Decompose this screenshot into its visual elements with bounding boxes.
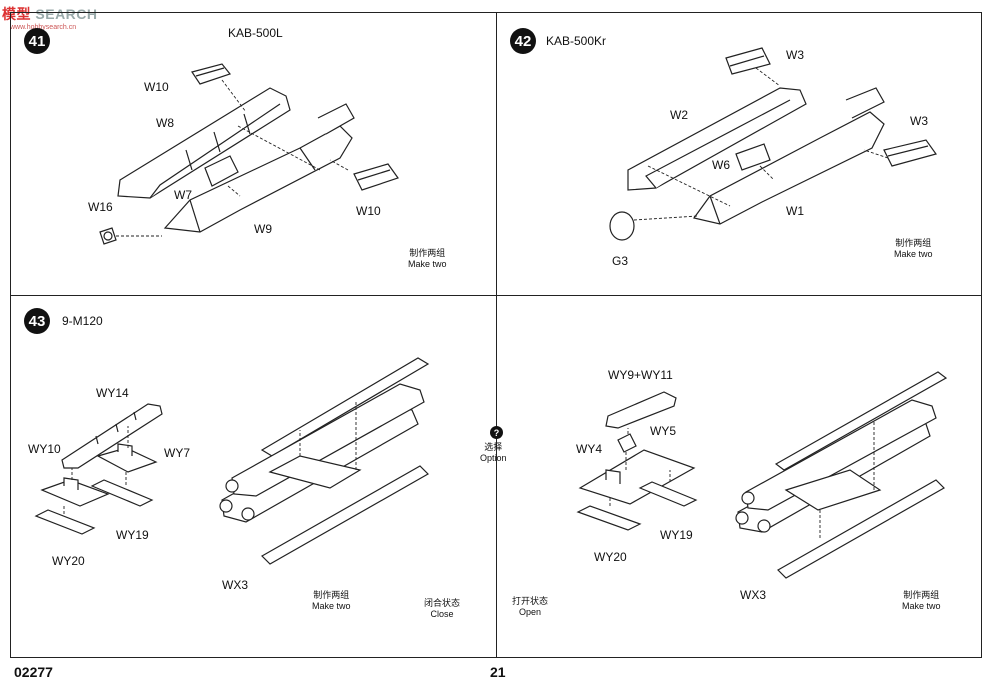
kab-500kr-fin-w2 [627, 87, 807, 191]
kab-500kr-fin-w6 [735, 143, 771, 171]
part-label-w8: W8 [156, 116, 174, 130]
step-42-number: 42 [510, 28, 536, 54]
kab-500l-fin-w10-top [191, 63, 232, 85]
kab-500kr-body-w1 [692, 87, 885, 225]
plate-wy20-open [576, 505, 642, 531]
part-label-w2: W2 [670, 108, 688, 122]
part-label-wy20: WY20 [52, 554, 85, 568]
kab-500l-fin-w10-bottom [353, 163, 399, 191]
step-43-title: 9-M120 [62, 314, 103, 328]
kab-500l-fin-w7 [204, 155, 239, 187]
plate-wy19-open [638, 481, 698, 507]
part-label-w6: W6 [712, 158, 730, 172]
kab-500l-fin-w8 [117, 87, 291, 199]
part-label-wy7: WY7 [164, 446, 191, 460]
bracket-wy10 [40, 477, 110, 507]
launcher-tubes-wx3-open [735, 371, 948, 579]
plate-wy19 [90, 479, 154, 507]
plate-wy20 [34, 509, 96, 535]
kab-500kr-lens-g3 [609, 211, 635, 241]
watermark-url: www.hobbysearch.cn [10, 24, 77, 31]
option-icon: ? [490, 426, 503, 439]
part-label-wy5: WY5 [650, 424, 677, 438]
part-label-wy10: WY10 [28, 442, 61, 456]
part-label-wx3: WX3 [222, 578, 249, 592]
part-label-w3-b: W3 [910, 114, 928, 128]
part-label-wy19-open: WY19 [660, 528, 693, 542]
step-43-number: 43 [24, 308, 50, 334]
pylon-wy9-wy11 [605, 391, 677, 429]
kab-500l-body-w9 [163, 103, 355, 233]
part-label-wy19: WY19 [116, 528, 149, 542]
part-label-w7: W7 [174, 188, 192, 202]
part-label-wx3-open: WX3 [740, 588, 767, 602]
part-label-w9: W9 [254, 222, 272, 236]
bracket-wy7 [96, 443, 158, 473]
step-42-title: KAB-500Kr [546, 34, 607, 48]
part-label-wy20-open: WY20 [594, 550, 627, 564]
part-label-w10: W10 [144, 80, 169, 94]
vertical-divider [496, 12, 497, 658]
bracket-wy5 [617, 433, 637, 453]
pylon-wy14 [61, 403, 163, 469]
part-label-w3: W3 [786, 48, 804, 62]
bracket-wy4 [578, 449, 696, 505]
part-label-w16: W16 [88, 200, 113, 214]
part-label-wy9-wy11: WY9+WY11 [608, 368, 673, 382]
kab-500kr-fin-w3-bottom [883, 139, 937, 167]
step-41-title: KAB-500L [228, 26, 283, 40]
launcher-tubes-wx3-closed [219, 357, 430, 565]
part-label-w1: W1 [786, 204, 804, 218]
part-label-wy4: WY4 [576, 442, 603, 456]
product-code: 02277 [14, 664, 53, 680]
part-label-wy14: WY14 [96, 386, 129, 400]
kab-500kr-fin-w3-top [725, 47, 771, 75]
watermark-logo: 模型 SEARCH [2, 6, 98, 22]
part-label-g3: G3 [612, 254, 629, 268]
part-label-w10-b: W10 [356, 204, 381, 218]
step-41-number: 41 [24, 28, 50, 54]
kab-500l-seeker-w16 [99, 227, 117, 245]
page-number: 21 [490, 664, 506, 680]
